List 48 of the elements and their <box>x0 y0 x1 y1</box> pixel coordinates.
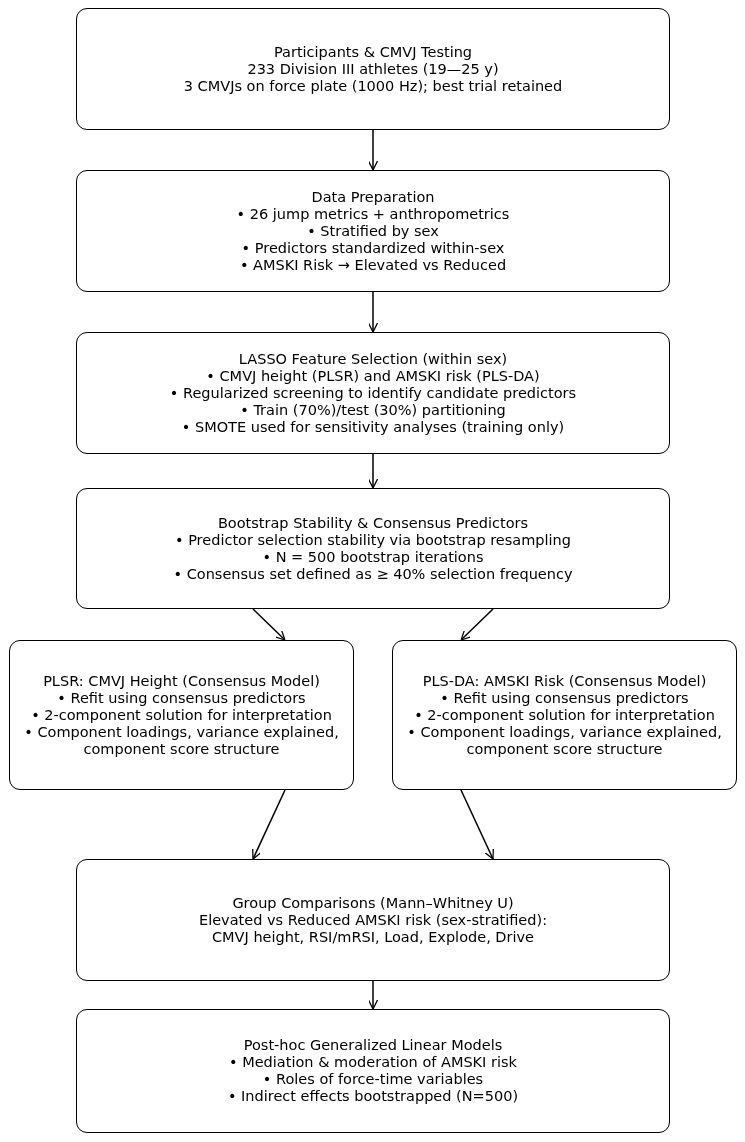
process-box <box>76 8 670 130</box>
arrow <box>367 453 379 489</box>
box-text: 3 CMVJs on force plate (1000 Hz); best trial retained <box>183 77 563 95</box>
box-heading: Data Preparation <box>311 188 435 206</box>
box-text: • 26 jump metrics + anthropometrics <box>236 205 510 223</box>
box-text: • Predictors standardized within-sex <box>241 239 505 257</box>
box-text: • 2-component solution for interpretation <box>31 706 332 724</box>
box-heading: Bootstrap Stability & Consensus Predictors <box>217 514 529 532</box>
box-text: • AMSKI Risk → Elevated vs Reduced <box>239 256 507 274</box>
box-heading: Group Comparisons (Mann–Whitney U) <box>232 894 514 912</box>
box-text: • 2-component solution for interpretation <box>414 706 715 724</box>
box-text: Elevated vs Reduced AMSKI risk (sex-stratified): <box>198 911 548 929</box>
box-text: • Predictor selection stability via bootstrap resampling <box>174 531 571 549</box>
box-heading: PLSR: CMVJ Height (Consensus Model) <box>43 672 320 690</box>
box-text: • Roles of force-time variables <box>262 1071 484 1088</box>
arrow <box>460 789 494 860</box>
arrow <box>252 608 286 641</box>
arrow <box>367 980 379 1010</box>
arrow <box>367 129 379 171</box>
process-box <box>76 332 670 454</box>
box-text: • Consensus set defined as ≥ 40% selection frequency <box>173 565 573 583</box>
box-text: • Train (70%)/test (30%) partitioning <box>240 401 506 419</box>
box-heading: Participants & CMVJ Testing <box>273 43 473 61</box>
process-box <box>392 640 737 790</box>
box-heading: Post-hoc Generalized Linear Models <box>243 1037 503 1054</box>
box-text: • Component loadings, variance explained, component score structure <box>23 723 340 758</box>
box-text: 233 Division III athletes (19—25 y) <box>247 60 499 78</box>
box-text: • CMVJ height (PLSR) and AMSKI risk (PLS-DA) <box>206 367 540 385</box>
box-text: • Stratified by sex <box>307 222 439 240</box>
box-text: • Refit using consensus predictors <box>57 689 306 707</box>
box-text: • N = 500 bootstrap iterations <box>262 548 484 566</box>
box-heading: LASSO Feature Selection (within sex) <box>238 350 508 368</box>
arrow <box>252 789 286 860</box>
arrow <box>460 608 494 641</box>
box-text: • Component loadings, variance explained, component score structure <box>406 723 723 758</box>
process-box <box>9 640 354 790</box>
process-box <box>76 488 670 609</box>
process-box <box>76 1009 670 1133</box>
box-text: CMVJ height, RSI/mRSI, Load, Explode, Drive <box>211 928 535 946</box>
box-heading: PLS-DA: AMSKI Risk (Consensus Model) <box>422 672 707 690</box>
process-box <box>76 170 670 292</box>
process-box <box>76 859 670 981</box>
box-text: • Regularized screening to identify candidate predictors <box>169 384 577 402</box>
box-text: • SMOTE used for sensitivity analyses (training only) <box>181 418 565 436</box>
arrow <box>367 291 379 333</box>
box-text: • Mediation & moderation of AMSKI risk <box>229 1054 517 1071</box>
box-text: • Refit using consensus predictors <box>440 689 689 707</box>
box-text: • Indirect effects bootstrapped (N=500) <box>227 1088 519 1105</box>
